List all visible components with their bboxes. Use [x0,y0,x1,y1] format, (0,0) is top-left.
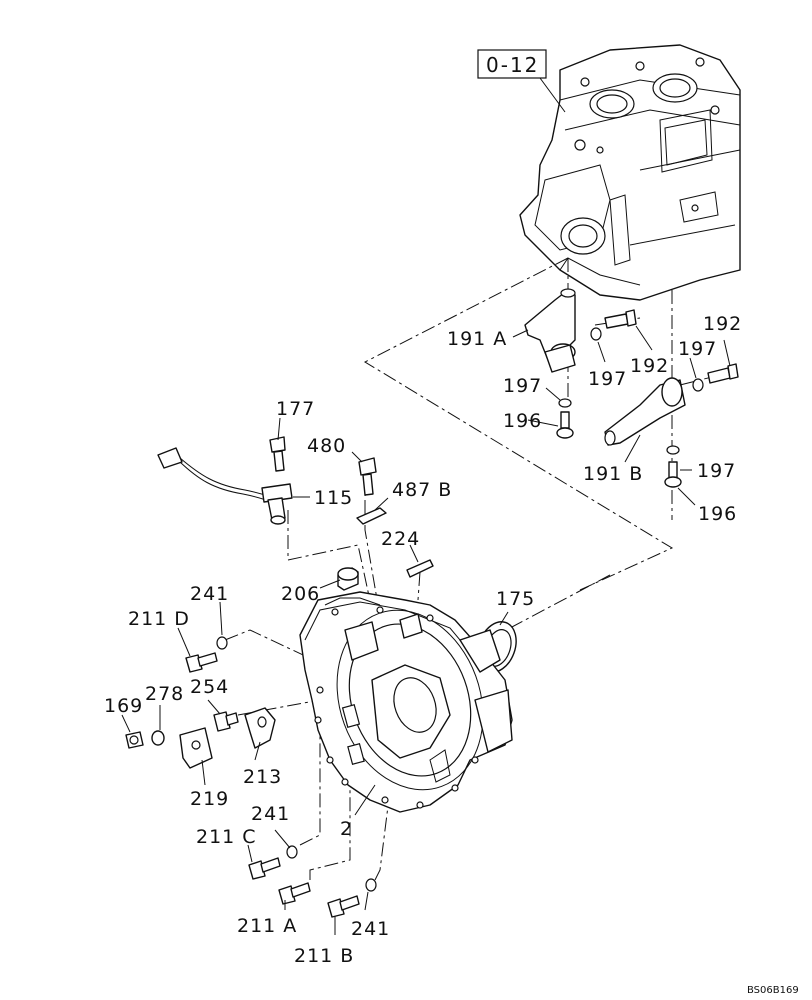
drawing-code: BS06B169 [747,985,799,996]
engine-block [519,44,741,301]
bracket-191b [604,377,686,446]
label-213: 213 [243,766,282,788]
label-197-low: 197 [697,460,736,482]
label-211a: 211 A [237,915,297,937]
label-197-left: 197 [503,375,542,397]
bolt-192-right [692,363,739,392]
label-175: 175 [496,588,535,610]
label-211c: 211 C [196,826,257,848]
label-2: 2 [340,818,353,840]
label-196-right: 196 [698,503,737,525]
bolt-196-right [664,445,682,488]
bolt-196-left [556,398,574,439]
plate-487b [356,507,387,525]
sensor-254 [213,711,239,732]
washer-278 [151,730,165,746]
label-487b: 487 B [392,479,452,501]
label-169: 169 [104,695,143,717]
bolt-211a [278,882,311,905]
reference-box: 0-12 [477,49,566,113]
label-211d: 211 D [128,608,190,630]
label-480: 480 [307,435,346,457]
label-254: 254 [190,676,229,698]
bolt-211b [327,878,377,918]
label-224: 224 [381,528,420,550]
label-241-mid: 241 [251,803,290,825]
plug-206 [337,567,359,591]
stud-224 [406,559,434,578]
label-192-mid: 192 [630,355,669,377]
bolt-192-upper [590,309,637,341]
label-196-left: 196 [503,410,542,432]
label-191b: 191 B [583,463,643,485]
bolt-211c [248,845,298,880]
label-241-low: 241 [351,918,390,940]
label-115: 115 [314,487,353,509]
bolt-211d [185,636,228,673]
bracket-191a [524,288,576,373]
label-191a: 191 A [447,328,507,350]
sensor-115 [157,447,293,525]
label-219: 219 [190,788,229,810]
label-197-mid: 197 [588,368,627,390]
bolt-480 [358,457,377,496]
label-241-top: 241 [190,583,229,605]
label-278: 278 [145,683,184,705]
label-192-top: 192 [703,313,742,335]
bolt-177 [269,436,286,472]
label-177: 177 [276,398,315,420]
part-labels: 192 197 191 A 192 197 197 196 177 480 11… [104,313,742,967]
flywheel-housing-2 [299,591,513,813]
nut-169 [125,731,144,749]
bracket-219 [179,727,213,769]
label-211b: 211 B [294,945,354,967]
label-197-right: 197 [678,338,717,360]
bracket-213 [244,707,276,749]
leader-lines [121,325,731,935]
reference-box-label: 0-12 [486,53,539,77]
label-206: 206 [281,583,320,605]
alignment-lines [224,257,721,881]
